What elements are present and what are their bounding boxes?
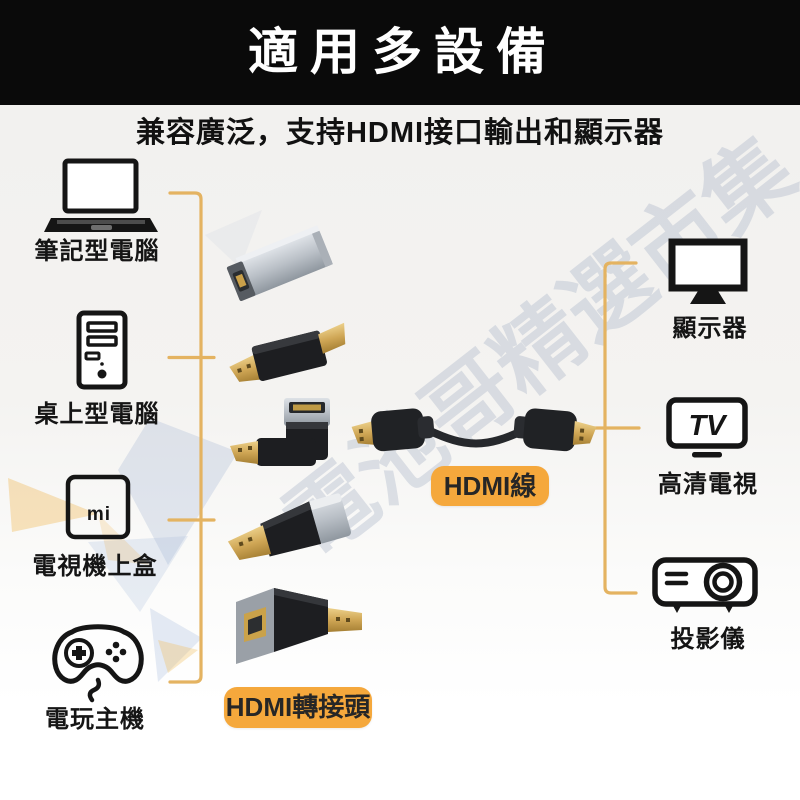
mi-logo-text: mi: [87, 504, 111, 525]
mi-box-icon: mi: [65, 474, 131, 540]
label-monitor: 顯示器: [672, 315, 748, 342]
tv-logo-text: TV: [688, 410, 728, 442]
page-title: 適用多設備: [248, 24, 558, 80]
label-projector: 投影儀: [670, 626, 746, 653]
label-hdtv: 高清電視: [658, 471, 758, 498]
hdmi-90-degree-adapter: [230, 398, 330, 466]
label-laptop: 筆記型電腦: [34, 238, 160, 265]
hdmi-flat-l-adapter: [236, 588, 362, 664]
hdmi-cable: [351, 408, 597, 452]
subtitle: 兼容廣泛，支持HDMI接口輸出和顯示器: [135, 117, 665, 149]
hdmi-straight-adapter: [227, 493, 352, 560]
projector-icon: [652, 557, 758, 613]
header-bar: 適用多設備: [0, 0, 800, 105]
laptop-icon: [44, 158, 158, 232]
game-controller-icon: [52, 624, 144, 703]
label-game-console: 電玩主機: [45, 706, 145, 733]
monitor-icon: [668, 238, 748, 304]
hdmi-coupler-adapter: [226, 225, 333, 301]
cable-label-badge: HDMI線: [431, 466, 549, 506]
label-desktop: 桌上型電腦: [34, 401, 160, 428]
label-tv-box: 電視機上盒: [32, 553, 158, 580]
desktop-tower-icon: [76, 310, 128, 390]
tv-icon: TV: [666, 397, 748, 458]
hdmi-male-male-adapter: [229, 322, 346, 382]
adapters-label-badge: HDMI轉接頭: [224, 687, 372, 728]
